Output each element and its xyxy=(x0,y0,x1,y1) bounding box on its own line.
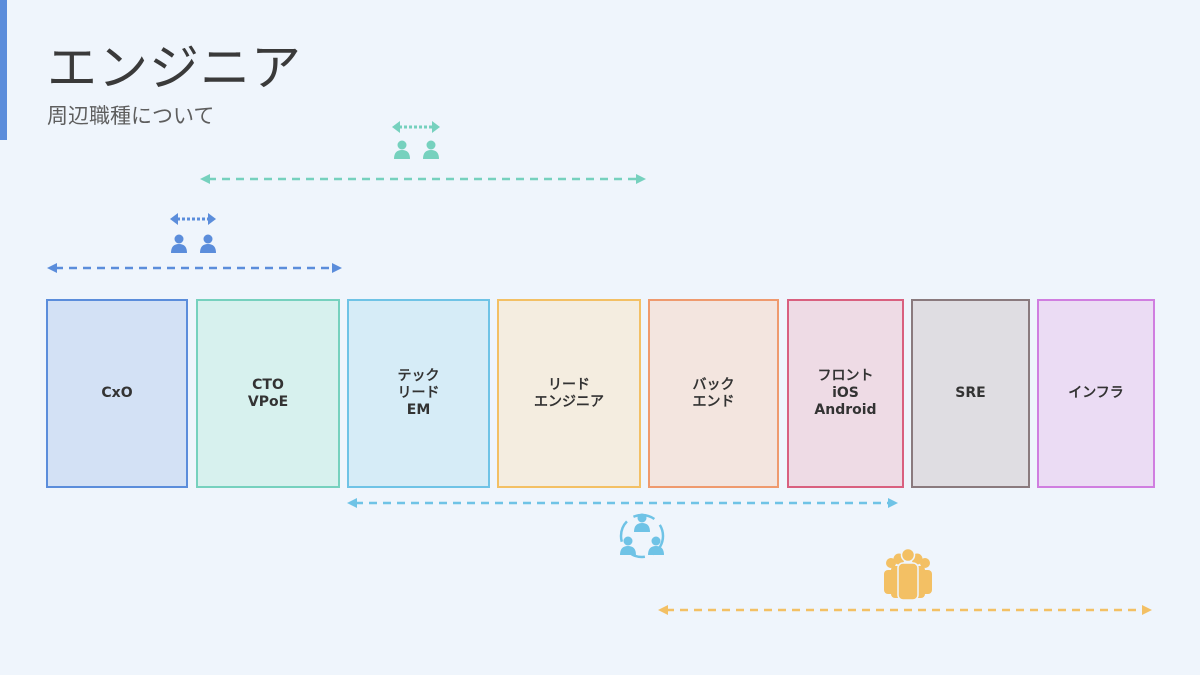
role-box-frontend: フロント iOS Android xyxy=(787,299,904,488)
pair-exchange-icon xyxy=(170,213,216,253)
accent-bar xyxy=(0,0,7,140)
role-label: SRE xyxy=(955,385,986,401)
page-title: エンジニア xyxy=(47,39,302,97)
role-box-infra: インフラ xyxy=(1037,299,1155,488)
page-subtitle: 周辺職種について xyxy=(47,104,215,128)
range-arrow-green xyxy=(200,174,646,184)
role-label: バック エンド xyxy=(692,376,735,410)
role-label: CTO VPoE xyxy=(247,376,289,410)
group-icon xyxy=(884,547,932,601)
range-arrow-cyan xyxy=(347,498,898,508)
role-label: リード エンジニア xyxy=(534,376,604,410)
role-box-backend: バック エンド xyxy=(648,299,779,488)
role-label: テック リード EM xyxy=(397,368,440,418)
team-cycle-icon xyxy=(619,513,665,559)
role-label: インフラ xyxy=(1068,385,1124,401)
role-box-sre: SRE xyxy=(911,299,1030,488)
range-arrow-yellow xyxy=(658,605,1152,615)
role-box-lead-engineer: リード エンジニア xyxy=(497,299,641,488)
pair-exchange-icon xyxy=(392,121,440,159)
role-box-cto-vpoe: CTO VPoE xyxy=(196,299,340,488)
role-box-tech-lead: テック リード EM xyxy=(347,299,490,488)
role-box-cxo: CxO xyxy=(46,299,188,488)
role-label: CxO xyxy=(101,385,133,401)
range-arrow-blue xyxy=(47,263,342,273)
role-label: フロント iOS Android xyxy=(814,368,877,418)
